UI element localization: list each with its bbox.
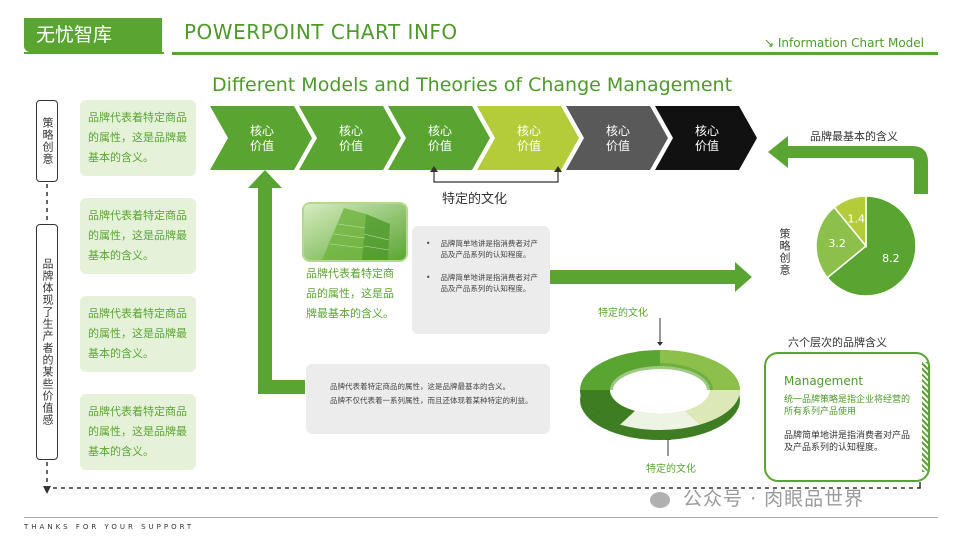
management-card-stripe: [922, 362, 928, 472]
bullet-item: • 品牌简单地讲是指消费者对产品及产品系列的认知程度。: [426, 273, 538, 293]
bullet-dot-icon: •: [426, 239, 431, 248]
pie-slice-label-2: 3.2: [828, 237, 846, 250]
building-image: [302, 202, 408, 262]
ring-chart: [580, 350, 740, 440]
chevron-label-4: 核心价值: [516, 124, 541, 153]
vertical-label-bottom: 品牌体现了生产者的某些价值感: [36, 224, 58, 460]
pie-slice-1: [826, 195, 917, 297]
left-box-1: 品牌代表着特定商品的属性，这是品牌最基本的含义。: [80, 100, 196, 176]
chevron-label-5: 核心价值: [605, 124, 630, 153]
header-rule: [172, 52, 938, 55]
chevron-step-6: [655, 106, 757, 170]
pie-chart: 8.2 3.21.4: [815, 195, 917, 297]
pie-slice-2: [815, 206, 868, 279]
chevron-step-5: [566, 106, 668, 170]
main-title: Different Models and Theories of Change …: [212, 74, 733, 96]
header-rule-left: [24, 52, 164, 54]
left-box-3: 品牌代表着特定商品的属性，这是品牌最基本的含义。: [80, 296, 196, 372]
chevron-label-3: 核心价值: [427, 124, 452, 153]
pie-slice-label-3: 1.4: [847, 213, 865, 226]
chevron-label-6: 核心价值: [694, 124, 719, 153]
management-section-label: 六个层次的品牌含义: [788, 336, 887, 349]
left-box-4: 品牌代表着特定商品的属性，这是品牌最基本的含义。: [80, 394, 196, 470]
left-box-2: 品牌代表着特定商品的属性，这是品牌最基本的含义。: [80, 198, 196, 274]
footer-rule: [24, 517, 938, 518]
up-arrow-left: [248, 170, 305, 394]
chevron-step-4: [477, 106, 579, 170]
management-title: Management: [784, 374, 864, 388]
pie-side-label: 策略创意: [778, 228, 791, 276]
bottom-text-box: 品牌代表着特定商品的属性，这是品牌最基本的含义。 品牌不仅代表着一系列属性，而且…: [306, 364, 550, 434]
chevron-label-2: 核心价值: [338, 124, 363, 153]
management-line-1: 统一品牌策略是指企业将经营的所有系列产品使用: [784, 395, 911, 417]
chevron-step-3: [388, 106, 490, 170]
pie-top-label: 品牌最基本的含义: [810, 130, 898, 143]
vertical-label-top: 策略创意: [36, 100, 58, 182]
pie-slice-label-1: 8.2: [882, 252, 900, 265]
curved-arrow-right: [768, 136, 928, 194]
bullet-item: • 品牌简单地讲是指消费者对产品及产品系列的认知程度。: [426, 239, 538, 259]
image-caption: 品牌代表着特定商品的属性，这是品牌最基本的含义。: [306, 267, 394, 320]
header-subtitle: ↘ Information Chart Model: [764, 36, 924, 50]
chevron-step-1: [210, 106, 312, 170]
management-card: Management 统一品牌策略是指企业将经营的所有系列产品使用 品牌简单地讲…: [764, 352, 930, 482]
right-arrow-middle: [550, 262, 752, 292]
wechat-icon: [650, 491, 670, 508]
arrow-down-right-icon: ↘: [764, 36, 775, 50]
bullet-dot-icon: •: [426, 273, 431, 282]
bullet-box: • 品牌简单地讲是指消费者对产品及产品系列的认知程度。 • 品牌简单地讲是指消费…: [412, 226, 550, 334]
chevron-label-1: 核心价值: [249, 124, 274, 153]
bracket-label: 特定的文化: [442, 192, 508, 207]
footer-text: THANKS FOR YOUR SUPPORT: [24, 523, 195, 531]
brand-badge: 无忧智库: [24, 18, 162, 52]
header-title: POWERPOINT CHART INFO: [184, 20, 458, 44]
chevron-step-2: [299, 106, 401, 170]
watermark: 公众号 · 肉眼品世界: [650, 484, 864, 511]
pie-slice-3: [833, 195, 867, 249]
donut-bottom-label: 特定的文化: [646, 464, 696, 475]
donut-top-label: 特定的文化: [598, 308, 648, 319]
management-line-2: 品牌简单地讲是指消费者对产品及产品系列的认知程度。: [784, 431, 911, 453]
building-photo-icon: [304, 204, 406, 260]
